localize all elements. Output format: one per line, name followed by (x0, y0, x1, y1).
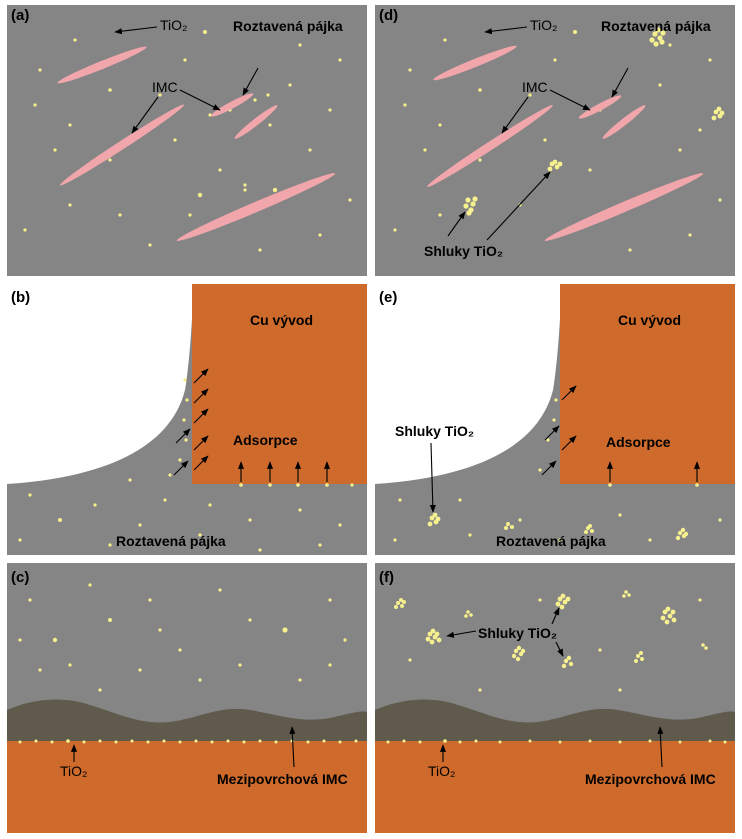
panel-e-clusters (427, 512, 689, 541)
panel-f: (f) Shluky TiO₂ TiO₂ Mezipovrchová IMC (375, 563, 735, 833)
panel-a-solder-label: Roztavená pájka (233, 18, 343, 34)
panel-f-particles (386, 598, 727, 744)
panel-f-interface-imc-label: Mezipovrchová IMC (585, 771, 716, 787)
panel-d-clusters (463, 27, 725, 216)
panel-d-solder-label: Roztavená pájka (601, 18, 711, 34)
panel-d-imc-arrow-2 (549, 89, 591, 111)
panel-e-solder-label: Roztavená pájka (496, 533, 606, 549)
panel-d-imc-needles (427, 45, 704, 241)
panel-c-tio2-label: TiO₂ (60, 763, 87, 779)
panel-c-imc-layer (7, 699, 367, 745)
panel-d-clusters-label: Shluky TiO₂ (424, 243, 503, 259)
panel-a: (a) TiO₂ Roztavená pájka IMC (7, 5, 367, 276)
panel-e-copper-lead (560, 284, 735, 484)
panel-b-solder-fillet (7, 285, 367, 555)
panel-c-interface-imc-arrow (289, 726, 296, 768)
panel-e: (e) Cu vývod Adsorpce Roztavená pájka Sh… (375, 284, 735, 555)
panel-d-imc-arrow-1 (501, 96, 529, 134)
panel-f-copper (375, 741, 735, 833)
panel-f-cluster-arrow-1 (446, 630, 477, 638)
panel-d-particles (393, 30, 722, 252)
panel-e-cluster-arrow (429, 442, 436, 513)
panel-f-interface-imc-arrow (657, 726, 664, 768)
panel-a-imc-label: IMC (152, 79, 178, 95)
panel-e-adsorption-label: Adsorpce (606, 434, 671, 450)
panel-f-imc-layer (375, 699, 735, 745)
panel-d-tio2-label: TiO₂ (530, 17, 557, 33)
panel-b-solder-label: Roztavená pájka (116, 533, 226, 549)
panel-a-imc-arrow-1 (131, 96, 159, 134)
panel-f-clusters-label: Shluky TiO₂ (478, 625, 557, 641)
panel-d-tag: (d) (379, 7, 398, 24)
panel-d-solder (375, 5, 735, 276)
panel-e-clusters-label: Shluky TiO₂ (395, 423, 474, 439)
panel-e-adsorption-arrows (541, 385, 701, 482)
panel-d: (d) TiO₂ Roztavená pájka IMC Shluky TiO₂ (375, 5, 735, 276)
panel-b-lead-label: Cu vývod (250, 312, 313, 328)
panel-c: (c) TiO₂ Mezipovrchová IMC (7, 563, 367, 833)
panel-b-adsorption-label: Adsorpce (233, 432, 298, 448)
panel-a-tio2-label: TiO₂ (160, 17, 187, 33)
panel-c-interface-imc-label: Mezipovrchová IMC (217, 771, 348, 787)
panel-a-imc-arrow-3 (242, 67, 259, 96)
panel-b-copper-lead (192, 284, 367, 484)
panel-b-adsorption-arrows (173, 368, 331, 482)
panel-a-imc-arrow-2 (179, 89, 221, 111)
panel-a-solder (7, 5, 367, 276)
panel-e-lead-label: Cu vývod (618, 312, 681, 328)
panel-d-cluster-arrow-1 (447, 211, 466, 237)
panel-b: (b) Cu vývod Adsorpce Roztavená pájka (7, 284, 367, 555)
panel-c-copper (7, 741, 367, 833)
panel-f-cluster-arrow-2 (551, 607, 560, 625)
panel-e-tag: (e) (379, 289, 397, 306)
panel-d-tio2-arrow (484, 26, 528, 35)
panel-f-cluster-arrow-3 (555, 641, 564, 657)
panel-a-tio2-arrow (114, 26, 158, 35)
panel-d-cluster-arrow-2 (486, 171, 551, 241)
panel-f-clusters (394, 590, 708, 669)
panel-d-imc-label: IMC (522, 79, 548, 95)
panel-a-particles (23, 30, 352, 252)
panel-a-imc-needles (57, 46, 336, 241)
panel-b-tag: (b) (11, 289, 30, 306)
panel-c-tag: (c) (11, 569, 29, 586)
panel-b-particles (18, 378, 354, 552)
panel-e-particles (393, 398, 722, 542)
panel-c-particles (18, 583, 358, 744)
panel-a-tag: (a) (11, 7, 29, 24)
panel-f-tio2-label: TiO₂ (428, 763, 455, 779)
panel-d-imc-arrow-3 (611, 67, 629, 98)
panel-f-tag: (f) (379, 569, 394, 586)
